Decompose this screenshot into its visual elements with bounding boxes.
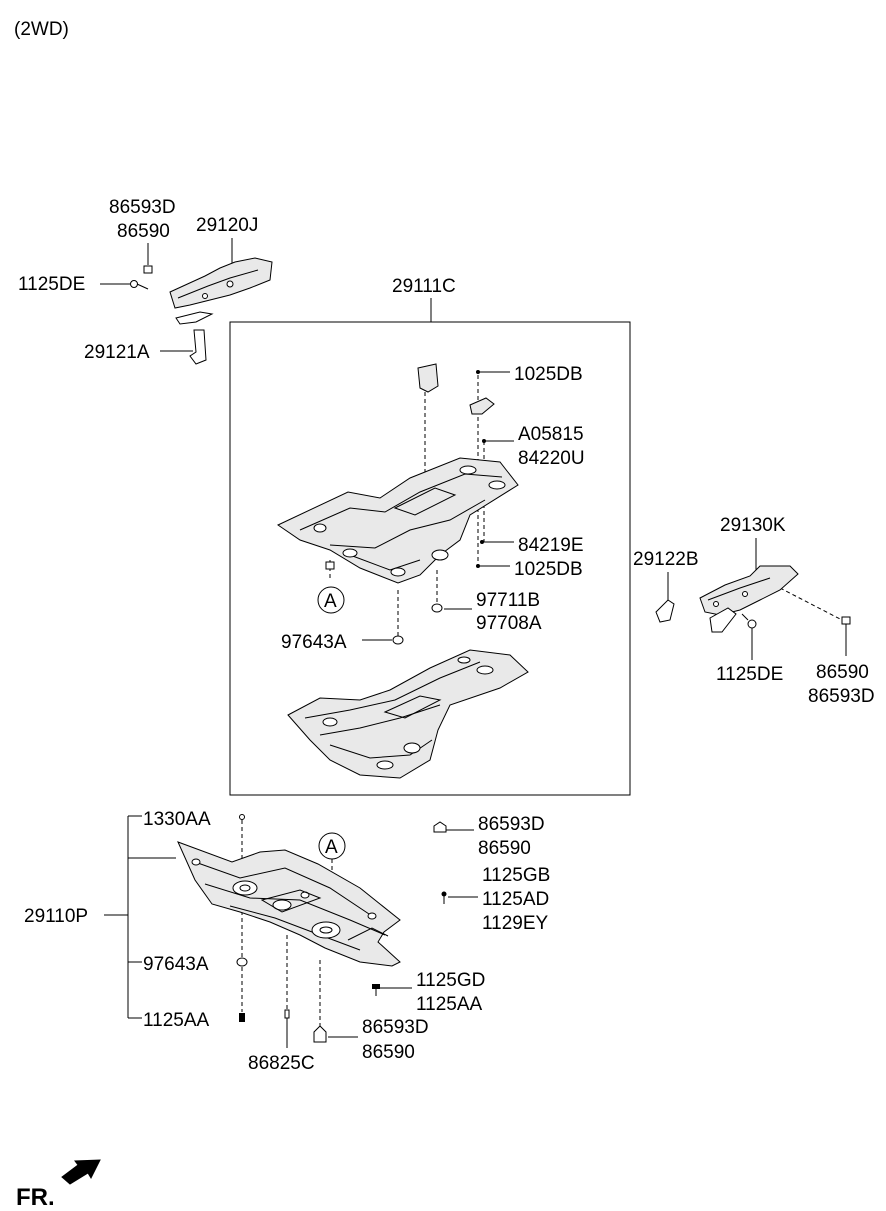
under-cover-29110P [177, 841, 401, 967]
clip-bracket-right [469, 397, 495, 415]
nut-86593D-lower-top [433, 821, 447, 833]
upper-left-bracket-group: 86593D 86590 29120J 1125DE 29121A [18, 197, 273, 365]
bolt-1125AA-left [239, 1013, 245, 1022]
bolt-1125DE-upper-left [130, 280, 149, 290]
cover-panel-lower [287, 649, 529, 779]
label-29120J[interactable]: 29120J [196, 215, 258, 236]
label-86593D-lower-bottom[interactable]: 86593D [362, 1017, 429, 1038]
label-1125GD[interactable]: 1125GD [416, 970, 485, 991]
nut-left-small [325, 561, 335, 570]
label-97711B[interactable]: 97711B [476, 590, 540, 611]
label-29111C[interactable]: 29111C [392, 276, 456, 297]
label-1025DB-top[interactable]: 1025DB [514, 364, 583, 385]
front-arrow-icon [61, 1159, 101, 1185]
label-84220U[interactable]: 84220U [518, 448, 585, 469]
label-86825C[interactable]: 86825C [248, 1053, 315, 1074]
label-29122B[interactable]: 29122B [633, 549, 699, 570]
nut-97711B [431, 603, 443, 613]
front-indicator: FR. [16, 1159, 101, 1211]
label-1125AD[interactable]: 1125AD [482, 889, 549, 910]
front-indicator-label: FR. [16, 1184, 55, 1211]
label-97643A-center[interactable]: 97643A [281, 632, 347, 653]
label-86590-lower-top[interactable]: 86590 [478, 838, 531, 859]
screw-1330AA [239, 814, 245, 820]
grommet-97643A-lower [236, 957, 248, 967]
label-97708A[interactable]: 97708A [476, 613, 542, 634]
label-84219E[interactable]: 84219E [518, 535, 584, 556]
pin-86825C [284, 1009, 290, 1019]
cover-panel-upper [276, 457, 519, 584]
label-86593D-right[interactable]: 86593D [808, 686, 875, 707]
label-1125DE-upper-left[interactable]: 1125DE [18, 274, 85, 295]
label-1025DB-bottom[interactable]: 1025DB [514, 559, 583, 580]
right-bracket-group: 29122B 29130K 1125DE 86590 86593D [633, 515, 875, 707]
variant-label: (2WD) [14, 19, 69, 40]
label-29121A[interactable]: 29121A [84, 342, 150, 363]
label-86590-lower-bottom[interactable]: 86590 [362, 1042, 415, 1063]
bracket-29130K-shape [699, 565, 799, 633]
label-29130K[interactable]: 29130K [720, 515, 786, 536]
bracket-29122B-shape [655, 599, 675, 623]
callout-a-center-text: A [324, 591, 337, 612]
bolt-1125GD [372, 984, 380, 996]
label-86590-upper-left[interactable]: 86590 [117, 221, 170, 242]
label-A05815[interactable]: A05815 [518, 424, 584, 445]
bolt-1125DE-right [741, 613, 757, 629]
bolt-1125GB [441, 891, 447, 904]
nut-86590-upper-left [143, 265, 153, 274]
label-86590-right[interactable]: 86590 [816, 662, 869, 683]
center-box-frame [229, 321, 631, 796]
center-box-group: 29111C 1025DB A05815 84220U 84219E 1025D… [229, 276, 631, 796]
label-29110P[interactable]: 29110P [24, 906, 88, 927]
nut-86593D-lower-bottom [313, 1025, 327, 1043]
callout-a-center[interactable]: A [317, 586, 345, 614]
callout-a-lower-text: A [325, 837, 338, 858]
label-1330AA[interactable]: 1330AA [143, 809, 211, 830]
grommet-97643A-center [392, 635, 404, 645]
label-86593D-lower-top[interactable]: 86593D [478, 814, 545, 835]
label-1125GB[interactable]: 1125GB [482, 865, 550, 886]
label-1125DE-right[interactable]: 1125DE [716, 664, 783, 685]
label-86593D-upper-left[interactable]: 86593D [109, 197, 176, 218]
bracket-29120J-shape [169, 257, 273, 325]
label-1129EY[interactable]: 1129EY [482, 913, 549, 934]
label-1125AA-right[interactable]: 1125AA [416, 994, 483, 1015]
bracket-29121A-shape [189, 329, 207, 365]
clip-top-center [417, 363, 439, 393]
nut-86590-right [841, 616, 851, 625]
label-1125AA-left[interactable]: 1125AA [143, 1010, 210, 1031]
lower-cover-group: 1330AA 29110P 97643A 1125AA 86825C 86593… [24, 809, 550, 1074]
label-97643A-lower[interactable]: 97643A [143, 954, 209, 975]
